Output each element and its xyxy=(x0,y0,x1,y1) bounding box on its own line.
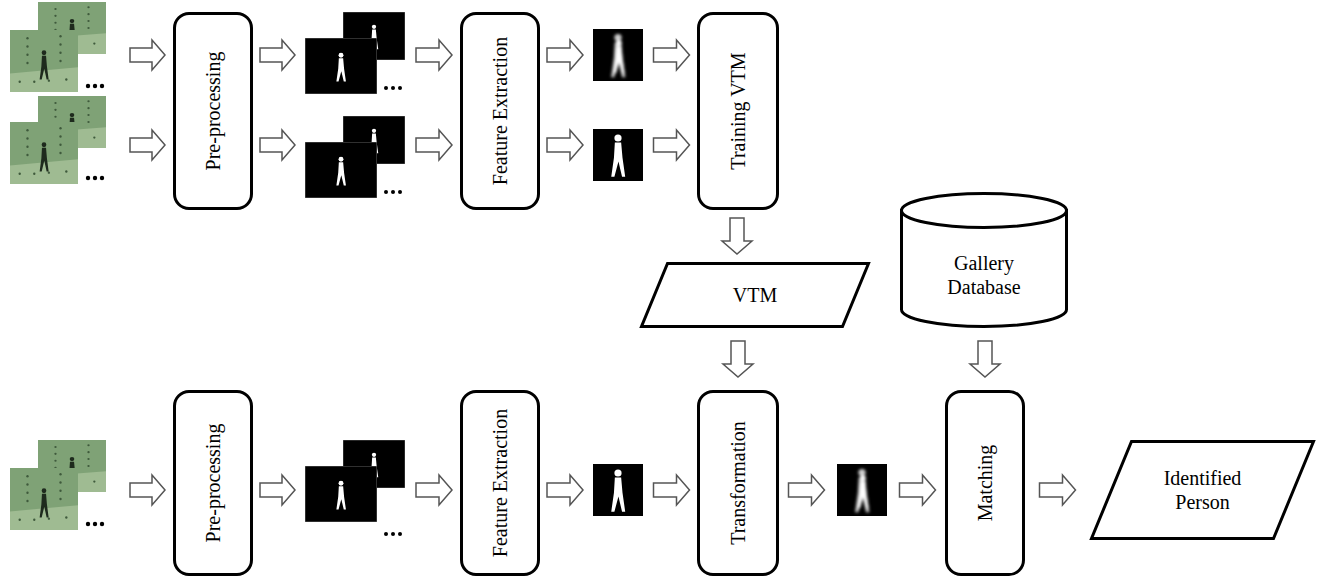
process-box: Transformation xyxy=(697,390,779,576)
flow-arrow xyxy=(970,341,1000,377)
silhouette-frames xyxy=(305,440,405,536)
hollow-arrow xyxy=(260,475,295,505)
hollow-arrow xyxy=(547,475,583,505)
hollow-arrow xyxy=(723,341,753,377)
hollow-arrow xyxy=(416,130,452,160)
box-label: Matching xyxy=(973,445,997,522)
box-label: Identified Person xyxy=(1140,466,1265,514)
process-box: Feature Extraction xyxy=(460,390,540,576)
hollow-arrow xyxy=(970,341,1000,377)
gait-energy-image xyxy=(593,29,643,81)
flow-arrow xyxy=(1040,475,1076,505)
silhouette-frames xyxy=(305,12,405,94)
flow-arrow xyxy=(547,475,690,505)
hollow-arrow xyxy=(416,40,452,70)
process-box: Training VTM xyxy=(697,12,779,210)
box-label: Pre-processing xyxy=(201,52,225,171)
flow-arrow xyxy=(789,475,936,505)
input-arrow xyxy=(130,40,165,505)
input-frames xyxy=(10,96,106,184)
box-label: Gallery Database xyxy=(928,251,1040,299)
silhouette-frames xyxy=(305,116,405,198)
data-parallelogram: VTM xyxy=(640,262,870,328)
parallelogram-outline xyxy=(1090,440,1315,540)
transformed-image xyxy=(837,464,887,516)
flow-arrow xyxy=(260,40,452,160)
box-label: Feature Extraction xyxy=(488,37,512,185)
hollow-arrow xyxy=(416,475,452,505)
hollow-arrow xyxy=(654,475,690,505)
box-label: Pre-processing xyxy=(201,424,225,543)
database-cylinder: Gallery Database xyxy=(900,192,1068,328)
flow-arrow xyxy=(723,341,753,377)
input-frames xyxy=(10,440,106,530)
flow-arrow xyxy=(722,218,752,254)
hollow-arrow xyxy=(654,40,690,70)
hollow-arrow xyxy=(547,40,583,70)
hollow-arrow xyxy=(900,475,936,505)
hollow-arrow xyxy=(260,40,295,70)
flow-arrow xyxy=(547,40,690,160)
hollow-arrow xyxy=(1040,475,1076,505)
hollow-arrow xyxy=(789,475,825,505)
box-label: Feature Extraction xyxy=(488,409,512,557)
box-label: VTM xyxy=(733,283,777,307)
box-label: Transformation xyxy=(726,421,750,545)
process-box: Matching xyxy=(945,390,1025,576)
gait-energy-image xyxy=(593,129,643,181)
output-parallelogram: Identified Person xyxy=(1090,440,1315,540)
input-frames xyxy=(10,2,106,92)
process-box: Feature Extraction xyxy=(460,12,540,210)
hollow-arrow xyxy=(547,130,583,160)
process-box: Pre-processing xyxy=(173,12,253,210)
process-box: Pre-processing xyxy=(173,390,253,576)
flow-arrow xyxy=(260,475,452,505)
gait-energy-image xyxy=(593,464,643,516)
box-label: Training VTM xyxy=(726,52,750,169)
hollow-arrow xyxy=(654,130,690,160)
hollow-arrow xyxy=(722,218,752,254)
hollow-arrow xyxy=(260,130,295,160)
